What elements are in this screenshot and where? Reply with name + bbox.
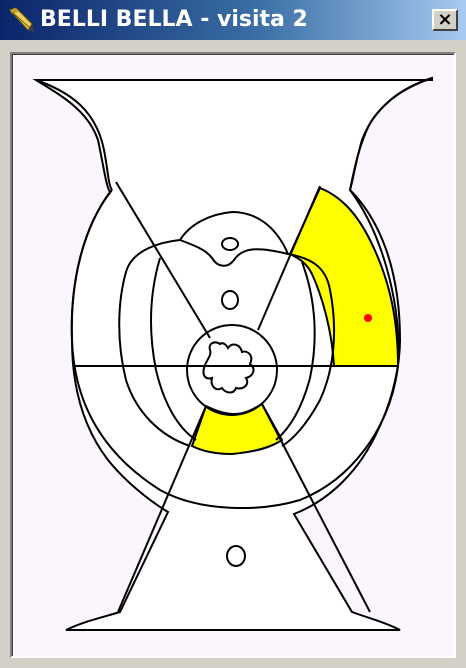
title-bar[interactable]: BELLI BELLA - visita 2 × <box>0 0 466 40</box>
finding-marker[interactable] <box>364 314 372 322</box>
pen-icon <box>6 6 36 34</box>
diagram-canvas <box>10 52 456 658</box>
close-button[interactable]: × <box>432 9 458 31</box>
close-icon: × <box>437 11 452 29</box>
anatomical-diagram <box>10 52 456 658</box>
window-title: BELLI BELLA - visita 2 <box>40 6 308 34</box>
